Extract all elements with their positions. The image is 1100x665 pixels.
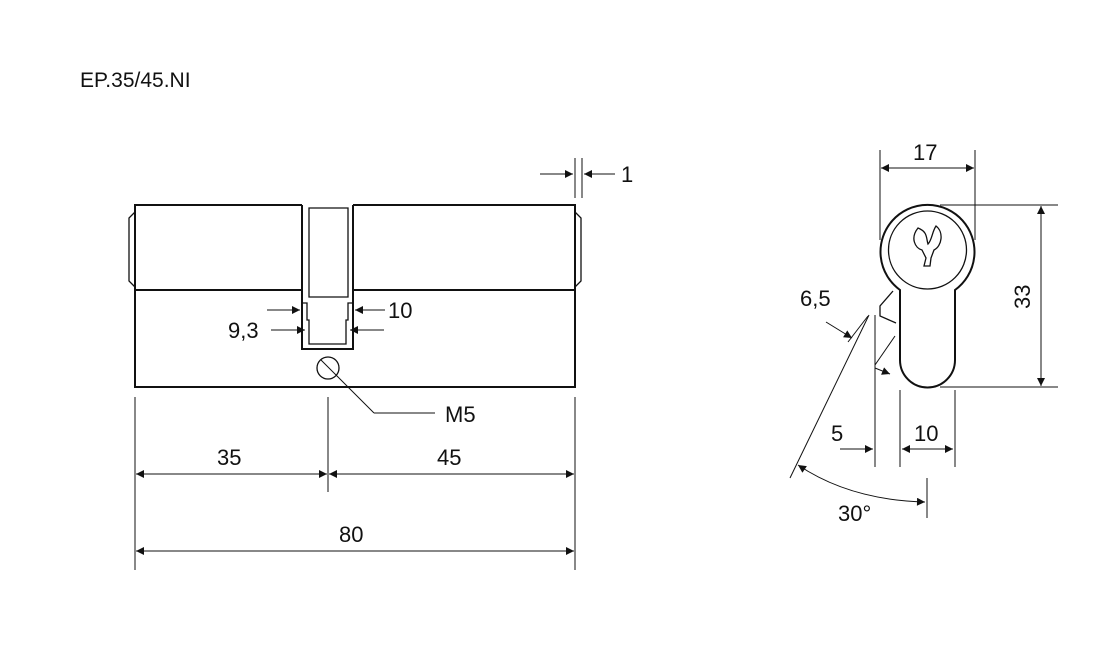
dim-height-label: 33: [1010, 285, 1035, 309]
dim-flange-label: 1: [621, 162, 633, 187]
dim-total-label: 80: [339, 522, 363, 547]
drawing-title: EP.35/45.NI: [80, 69, 191, 92]
screw-label: M5: [445, 402, 476, 427]
dim-body-label: 10: [914, 421, 938, 446]
dim-angle-label: 30°: [838, 501, 871, 526]
side-view: [128, 158, 615, 570]
dim-left-label: 35: [217, 445, 241, 470]
dim-offset-label: 5: [831, 421, 843, 446]
dim-cam-inner-label: 9,3: [228, 318, 259, 343]
dim-cam-outer-label: 10: [388, 298, 412, 323]
profile-view: [789, 150, 1058, 518]
dim-right-label: 45: [437, 445, 461, 470]
dim-cam-label: 6,5: [800, 286, 831, 311]
dim-width-label: 17: [913, 140, 937, 165]
